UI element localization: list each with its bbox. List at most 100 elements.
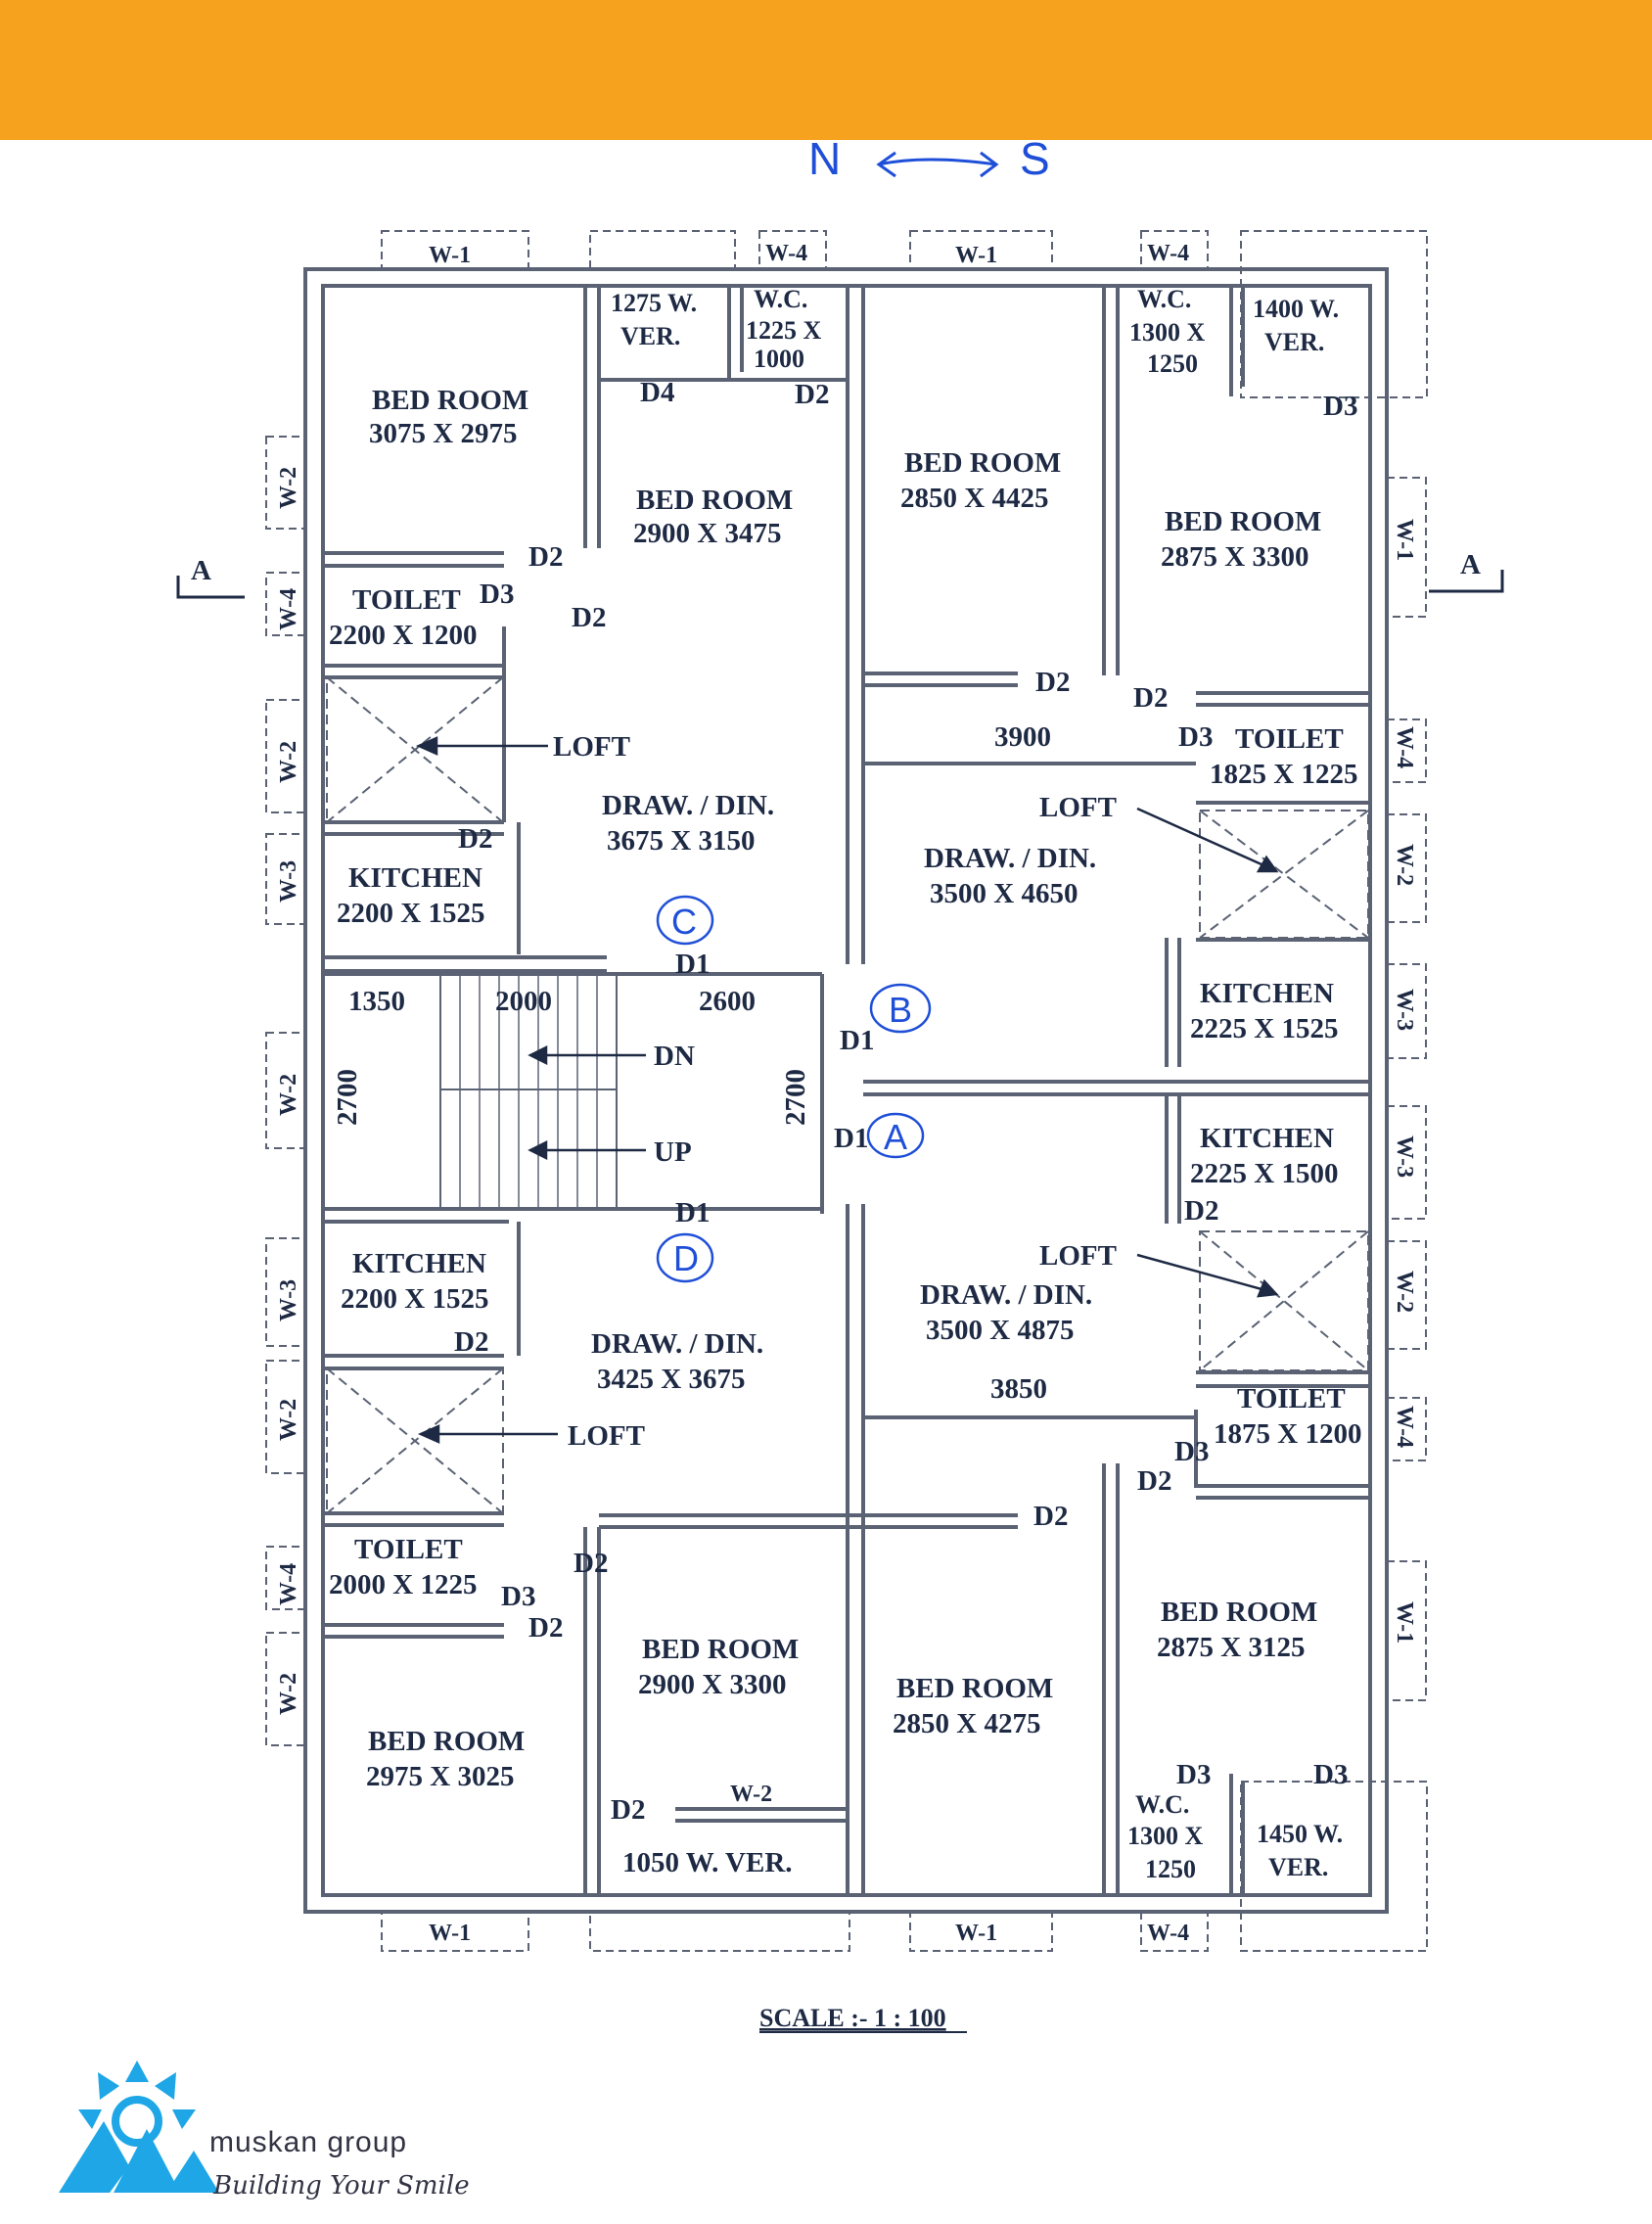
room-name: 1400 W. — [1253, 295, 1339, 323]
room-name: 1275 W. — [611, 289, 697, 317]
window-label: W-3 — [1392, 1135, 1417, 1178]
door-label: D2 — [1137, 1465, 1171, 1497]
stair-treads — [459, 974, 598, 1209]
flat-label: C — [671, 902, 697, 942]
dimension-label: 3850 — [990, 1373, 1047, 1405]
section-mark-left: A — [191, 555, 211, 586]
room-size: 2000 X 1225 — [329, 1569, 477, 1600]
window-label: W-1 — [955, 1921, 997, 1946]
window-label: W-4 — [276, 588, 301, 630]
dimension-label: 2700 — [780, 1069, 811, 1126]
room-size: 1825 X 1225 — [1210, 759, 1357, 790]
window-label: W-4 — [1392, 1406, 1417, 1448]
room-size: 2200 X 1525 — [337, 898, 484, 929]
window-label: W-1 — [429, 1921, 471, 1946]
room-size: 1250 — [1145, 1855, 1196, 1883]
room-sub: VER. — [1264, 328, 1324, 356]
window-label: W-1 — [955, 243, 997, 268]
room-size: 1300 X — [1129, 318, 1206, 347]
room-size: 2225 X 1500 — [1190, 1158, 1338, 1189]
room-size: 2875 X 3125 — [1157, 1632, 1305, 1663]
south-label: S — [1020, 133, 1050, 184]
window-label: W-2 — [276, 741, 301, 783]
window-label: W-2 — [276, 1399, 301, 1441]
window-label: W-2 — [730, 1782, 772, 1807]
room-name: W.C. — [1137, 285, 1191, 313]
flat-label: D — [673, 1238, 699, 1278]
room-name: BED ROOM — [1165, 506, 1321, 537]
dimension-label: 2600 — [699, 986, 756, 1017]
door-label: D2 — [1184, 1195, 1218, 1227]
door-label: D2 — [458, 823, 492, 855]
room-name: DRAW. / DIN. — [602, 790, 774, 821]
window-label: W-4 — [1147, 1921, 1189, 1946]
door-label: D3 — [1176, 1759, 1211, 1790]
dimension-label: 2700 — [332, 1069, 363, 1126]
room-size: 2200 X 1200 — [329, 620, 477, 651]
arrows — [415, 736, 1279, 1444]
room-name: BED ROOM — [642, 1634, 799, 1665]
room-name: BED ROOM — [636, 485, 793, 516]
door-label: D3 — [1323, 391, 1357, 422]
loft-label: LOFT — [1039, 1240, 1117, 1272]
room-name: KITCHEN — [352, 1248, 486, 1279]
door-label: D3 — [1178, 721, 1213, 753]
window-label: W-3 — [1392, 989, 1417, 1031]
window-label: W-2 — [276, 1673, 301, 1715]
window-label: W-1 — [1392, 519, 1417, 561]
room-size: 3500 X 4875 — [926, 1315, 1074, 1346]
room-name: 1450 W. — [1257, 1820, 1343, 1848]
walls — [303, 267, 1389, 1914]
room-name: 1050 W. VER. — [622, 1847, 793, 1878]
north-label: N — [808, 133, 841, 184]
flat-label: B — [889, 990, 912, 1030]
room-size: 2225 X 1525 — [1190, 1013, 1338, 1044]
window-label: W-4 — [276, 1563, 301, 1605]
window-label: W-2 — [276, 467, 301, 509]
room-name: DRAW. / DIN. — [591, 1328, 763, 1360]
room-size: 2200 X 1525 — [341, 1283, 488, 1315]
room-name: TOILET — [354, 1534, 463, 1565]
room-size: 2975 X 3025 — [366, 1761, 514, 1792]
door-label: D3 — [1313, 1759, 1348, 1790]
dimension-label: 3900 — [994, 721, 1051, 753]
window-label: W-4 — [1392, 726, 1417, 768]
room-name: DRAW. / DIN. — [920, 1279, 1092, 1311]
room-size: 3675 X 3150 — [607, 825, 755, 857]
door-label: D1 — [675, 949, 710, 980]
room-size: 1250 — [1147, 349, 1198, 378]
section-mark-right: A — [1460, 549, 1481, 580]
room-size: 2850 X 4425 — [900, 483, 1048, 514]
door-label: D2 — [1035, 667, 1070, 698]
door-label: D1 — [834, 1123, 868, 1154]
scale-label: SCALE :- 1 : 100 — [759, 2004, 946, 2032]
brand-tagline: Building Your Smile — [213, 2171, 470, 2201]
room-size: 2875 X 3300 — [1161, 541, 1308, 573]
brand-name: muskan group — [209, 2126, 408, 2158]
door-label: D1 — [840, 1025, 874, 1056]
door-label: D2 — [574, 1548, 608, 1579]
section-marks — [176, 570, 1504, 599]
window-label: W-2 — [276, 1074, 301, 1116]
window-label: W-3 — [276, 1279, 301, 1321]
room-name: BED ROOM — [368, 1726, 525, 1757]
flat-label: A — [884, 1117, 907, 1157]
room-size: 2850 X 4275 — [893, 1708, 1040, 1739]
top-banner — [0, 0, 1652, 140]
logo-icon — [59, 2061, 219, 2193]
door-label: D2 — [795, 379, 829, 410]
compass-arrow — [876, 151, 999, 178]
room-size: 1000 — [754, 345, 804, 373]
stair-down-label: DN — [654, 1041, 695, 1072]
loft-label: LOFT — [553, 731, 630, 763]
door-label: D2 — [528, 541, 563, 573]
door-label: D3 — [1174, 1436, 1209, 1467]
room-sub: VER. — [1268, 1853, 1328, 1881]
dimension-label: 2000 — [495, 986, 552, 1017]
room-name: DRAW. / DIN. — [924, 843, 1096, 874]
room-name: KITCHEN — [1200, 978, 1334, 1009]
room-sub: VER. — [620, 322, 680, 350]
room-name: BED ROOM — [372, 385, 528, 416]
window-label: W-2 — [1392, 1271, 1417, 1313]
room-name: KITCHEN — [348, 862, 482, 894]
